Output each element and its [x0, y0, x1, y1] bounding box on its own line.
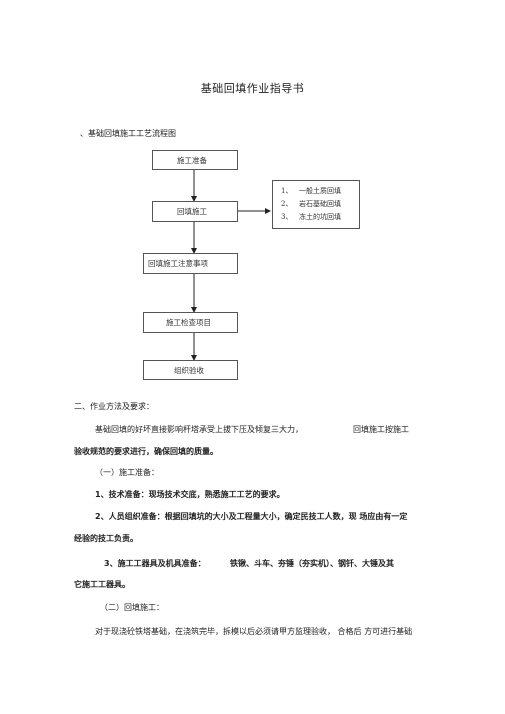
backfill-types-box: 1、一般土质回填 2、岩石基础回填 3、冻土的坑回填 [272, 180, 360, 229]
intro-text-part1: 基础回填的好坏直接影响杆塔承受上拔下压及倾复三大力， [95, 425, 303, 434]
item-tools-list: 铁锹、斗车、夯锤（夯实机）、钢钎、大锤及其 [230, 559, 394, 568]
flow-step-label: 施工准备 [177, 155, 207, 165]
backfill-type-item: 3、冻土的坑回填 [281, 213, 341, 221]
backfill-paragraph: 对于现浇砼铁塔基础，在浇筑完毕，拆模以后必须请甲方监理验收， 合格后 方可进行基… [95, 627, 413, 636]
flow-step-notes: 回填施工注意事项 [143, 253, 238, 274]
backfill-type-item: 2、岩石基础回填 [281, 200, 341, 208]
item-staff-prep-cont: 经验的技工负责。 [74, 534, 138, 543]
section2-heading: 二、作业方法及要求： [74, 402, 154, 411]
item-staff-prep: 2、人员组织准备：根据回填坑的大小及工程量大小，确定民技工人数，现 场应由有一定 [95, 512, 408, 521]
intro-text-part2: 回填施工按施工 [353, 425, 409, 434]
item-tools-list-cont: 它施工工器具。 [74, 580, 130, 589]
flow-step-label: 施工检查项目 [166, 318, 211, 327]
flow-step-acceptance: 组织验收 [143, 360, 238, 380]
flow-step-backfill: 回填施工 [152, 201, 238, 222]
flow-step-prepare: 施工准备 [152, 150, 238, 170]
section1-heading: 、基础回填施工工艺流程图 [80, 129, 176, 138]
flow-step-label: 回填施工注意事项 [148, 259, 208, 268]
item-tools-prep: 3、施工工器具及机具准备： [104, 559, 206, 568]
flow-step-label: 组织验收 [174, 365, 204, 375]
page-title: 基础回填作业指导书 [200, 82, 305, 95]
flow-step-inspection: 施工检查项目 [143, 312, 238, 333]
intro-text-line2: 验收规范的要求进行，确保回填的质量。 [74, 447, 218, 456]
backfill-type-item: 1、一般土质回填 [281, 187, 341, 195]
subheading-backfill: （二）回填施工： [100, 603, 164, 612]
flow-step-label: 回填施工 [177, 207, 207, 216]
subheading-preparation: （一）施工准备： [95, 468, 159, 477]
item-technical-prep: 1、技术准备：现场技术交底，熟悉施工工艺的要求。 [95, 490, 285, 499]
